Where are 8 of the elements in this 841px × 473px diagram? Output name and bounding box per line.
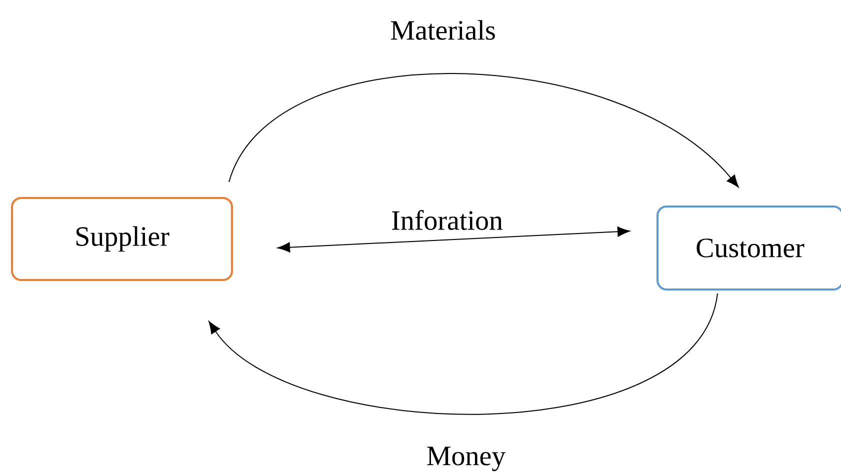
entity-box: Supplier xyxy=(11,197,233,281)
arrow xyxy=(277,226,630,252)
edge-label: Inforation xyxy=(390,209,504,231)
edge-label: Money xyxy=(425,446,507,472)
arrow xyxy=(228,73,739,188)
edge-label: Materials xyxy=(389,19,497,41)
entity-box: Customer xyxy=(656,206,841,290)
arrow xyxy=(208,292,718,415)
